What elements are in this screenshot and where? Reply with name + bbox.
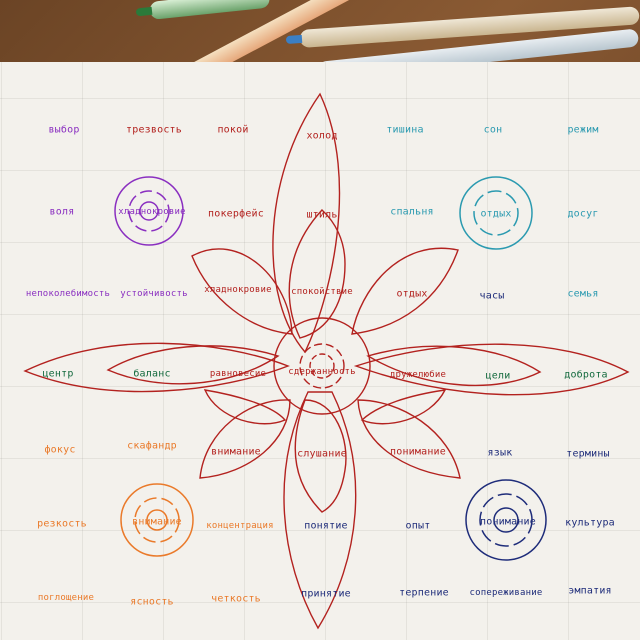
word-kultura: культура [565, 517, 615, 529]
petal-left-mid [106, 345, 280, 385]
purple-target-outer [114, 176, 184, 246]
word-tseli: цели [485, 370, 511, 382]
petal-top-mid [288, 209, 346, 339]
word-spokoystvie: спокойствие [291, 287, 353, 297]
word-balans: баланс [133, 368, 171, 380]
orange-target-mid [134, 497, 180, 543]
word-vnimanie-circle: внимание [132, 516, 182, 528]
word-nepokolebimost: непоколебимость [25, 289, 111, 299]
orange-target-outer [120, 483, 194, 557]
word-skafandr: скафандр [127, 440, 177, 452]
navy-target-outer [465, 479, 547, 561]
word-terpenie: терпение [399, 587, 449, 599]
petal-lower-left [199, 399, 291, 479]
word-otdykh-petal: отдых [396, 288, 428, 300]
center-ring-outer [273, 317, 371, 415]
petal-left-outer [23, 342, 290, 393]
word-spalnya: спальня [390, 206, 434, 218]
word-pokoy: покой [217, 124, 249, 136]
word-vnimanie-petal: внимание [211, 446, 261, 458]
center-ring-mid [299, 343, 345, 389]
word-yasnost: ясность [130, 596, 174, 608]
word-vybor: выбор [48, 124, 80, 136]
word-soperezhivanie: сопереживание [469, 588, 543, 598]
petal-lower-right [357, 399, 461, 479]
word-trezvost: трезвость [126, 124, 182, 136]
word-pokerfeys: покерфейс [208, 208, 264, 220]
teal-target-mid [473, 190, 519, 236]
word-chetkost: четкость [211, 593, 261, 605]
word-semya: семья [567, 288, 599, 300]
word-druzhelyubie: дружелюбие [389, 370, 447, 380]
word-volya: воля [49, 206, 75, 218]
word-tsentr: центр [42, 368, 74, 380]
word-opyt: опыт [405, 520, 431, 532]
word-yazyk: язык [487, 447, 513, 459]
teal-target-outer [459, 176, 533, 250]
center-ring-inner [309, 353, 335, 379]
word-tishina: тишина [386, 124, 424, 136]
navy-target-mid [479, 493, 533, 547]
word-ravnovesie: равновесие [209, 369, 267, 379]
word-ponyatie: понятие [304, 520, 348, 532]
word-slushanie: слушание [297, 448, 347, 460]
word-khladnokrovie: хладнокровие [118, 207, 186, 217]
word-kholod: холод [306, 130, 338, 142]
word-prinyatie: принятие [301, 588, 351, 600]
orange-target-inner [146, 509, 168, 531]
word-rezhim: режим [567, 124, 599, 136]
word-khladnokrovie-petal: хладнокровие [204, 285, 272, 295]
word-ustoychivost: устойчивость [120, 289, 188, 299]
petal-upper-right [351, 247, 459, 335]
petal-upper-left [191, 248, 293, 335]
purple-target-mid [128, 190, 170, 232]
petal-inner-left [203, 389, 287, 425]
word-ponimanie-petal: понимание [390, 446, 446, 458]
navy-target-inner [493, 507, 519, 533]
word-dosug: досуг [567, 208, 599, 220]
purple-target-inner [139, 201, 159, 221]
word-fokus: фокус [44, 444, 76, 456]
word-empatiya: эмпатия [568, 585, 612, 597]
word-terminy: термины [566, 448, 610, 460]
grid-paper-sheet [0, 62, 640, 640]
word-kontsentratsiya: концентрация [206, 521, 274, 531]
word-son: сон [483, 124, 503, 136]
petal-right-outer [353, 343, 630, 396]
petal-bottom-outer [283, 391, 357, 630]
petal-bottom-mid [294, 399, 347, 513]
word-sderzhannost: сдержанность [288, 367, 356, 377]
word-ponimanie-circle: понимание [480, 516, 536, 528]
petal-right-mid [366, 345, 542, 387]
word-dobrota: доброта [564, 369, 608, 381]
word-chasy: часы [479, 290, 505, 302]
petal-inner-right [360, 389, 447, 425]
word-pogloshchenie: поглощение [37, 593, 95, 603]
word-rezkost: резкость [37, 518, 87, 530]
word-shtil: штиль [306, 209, 338, 221]
word-otdykh-circle: отдых [480, 208, 512, 220]
